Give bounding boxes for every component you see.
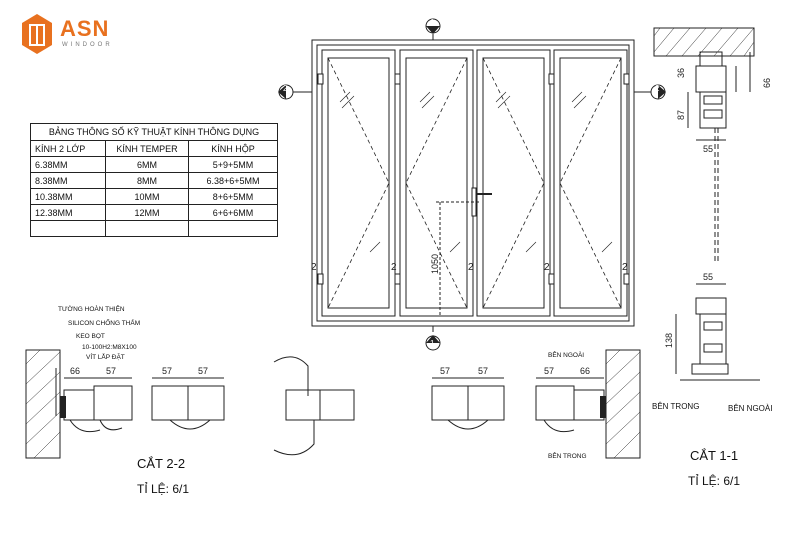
door-elevation: 1 1 2 2 2 2 2 2 2 1050: [278, 18, 666, 351]
opening-mark: 2: [622, 262, 628, 273]
section-mark-label: 2: [283, 84, 288, 93]
opening-mark: 2: [391, 262, 397, 273]
dimension-label: 36: [676, 68, 686, 78]
table-cell: 10.38MM: [30, 188, 106, 205]
table-title: BẢNG THÔNG SỐ KỸ THUẬT KÍNH THÔNG DỤNG: [30, 123, 278, 141]
table-cell: 6.38+6+5MM: [188, 172, 278, 189]
table-cell: 6MM: [105, 156, 189, 173]
brand-sub: WINDOOR: [62, 42, 113, 48]
callout-label: 10-100H2:M8X100: [82, 344, 137, 351]
dimension-label: 55: [703, 144, 713, 154]
dimension-label: 66: [762, 78, 772, 88]
table-cell: [105, 220, 189, 237]
dimension-label: 66: [70, 366, 80, 376]
callout-label: TƯỜNG HOÀN THIỆN: [58, 306, 125, 313]
table-cell: 8+6+5MM: [188, 188, 278, 205]
table-cell: 6+6+6MM: [188, 204, 278, 221]
callout-label: SILICON CHỐNG THẤM: [68, 320, 141, 327]
section-mark-label: 1: [430, 339, 435, 348]
section-2-2-drawing: 66 57 57 57 57 57 57 66: [25, 349, 641, 459]
height-dimension: 1050: [430, 254, 440, 274]
brand-logo: ASN WINDOOR: [22, 14, 132, 58]
table-cell: 8MM: [105, 172, 189, 189]
dimension-label: 57: [478, 366, 488, 376]
section-1-1-drawing: 36 66 87 55 55 138: [653, 27, 772, 381]
label-inside: BÊN TRONG: [652, 402, 700, 411]
table-cell: 10MM: [105, 188, 189, 205]
dimension-label: 57: [198, 366, 208, 376]
opening-mark: 2: [544, 262, 550, 273]
opening-mark: 2: [468, 262, 474, 273]
table-cell: 6.38MM: [30, 156, 106, 173]
opening-mark: 2: [311, 262, 317, 273]
section-mark-label: 2: [655, 84, 660, 93]
brand-name: ASN: [60, 16, 110, 41]
section-scale: TỈ LỆ: 6/1: [137, 482, 190, 496]
table-cell: 5+9+5MM: [188, 156, 278, 173]
table-header: KÍNH HỘP: [188, 140, 278, 157]
dimension-label: 57: [544, 366, 554, 376]
dimension-label: 57: [106, 366, 116, 376]
glass-spec-table: BẢNG THÔNG SỐ KỸ THUẬT KÍNH THÔNG DỤNG K…: [30, 123, 278, 237]
dimension-label: 57: [440, 366, 450, 376]
dimension-label: 57: [162, 366, 172, 376]
table-header: KÍNH TEMPER: [105, 140, 189, 157]
label-outside: BÊN NGOÀI: [728, 404, 773, 413]
table-cell: [188, 220, 278, 237]
table-cell: [30, 220, 106, 237]
table-cell: 12MM: [105, 204, 189, 221]
table-header: KÍNH 2 LỚP: [30, 140, 106, 157]
callout-label: VÍT LẮP ĐẶT: [86, 354, 125, 361]
label-inside: BÊN TRONG: [548, 453, 587, 460]
section-scale: TỈ LỆ: 6/1: [688, 474, 741, 488]
callout-label: KEO BỌT: [76, 333, 105, 340]
dimension-label: 55: [703, 272, 713, 282]
table-row: [30, 220, 278, 237]
section-title: CẮT 1-1: [690, 448, 739, 463]
label-outside: BÊN NGOÀI: [548, 352, 585, 359]
section-title: CẮT 2-2: [137, 456, 186, 471]
table-cell: 8.38MM: [30, 172, 106, 189]
section-mark-label: 1: [430, 18, 435, 27]
dimension-label: 138: [664, 333, 674, 348]
dimension-label: 66: [580, 366, 590, 376]
dimension-label: 87: [676, 110, 686, 120]
door-logo-icon: [22, 14, 52, 54]
table-cell: 12.38MM: [30, 204, 106, 221]
